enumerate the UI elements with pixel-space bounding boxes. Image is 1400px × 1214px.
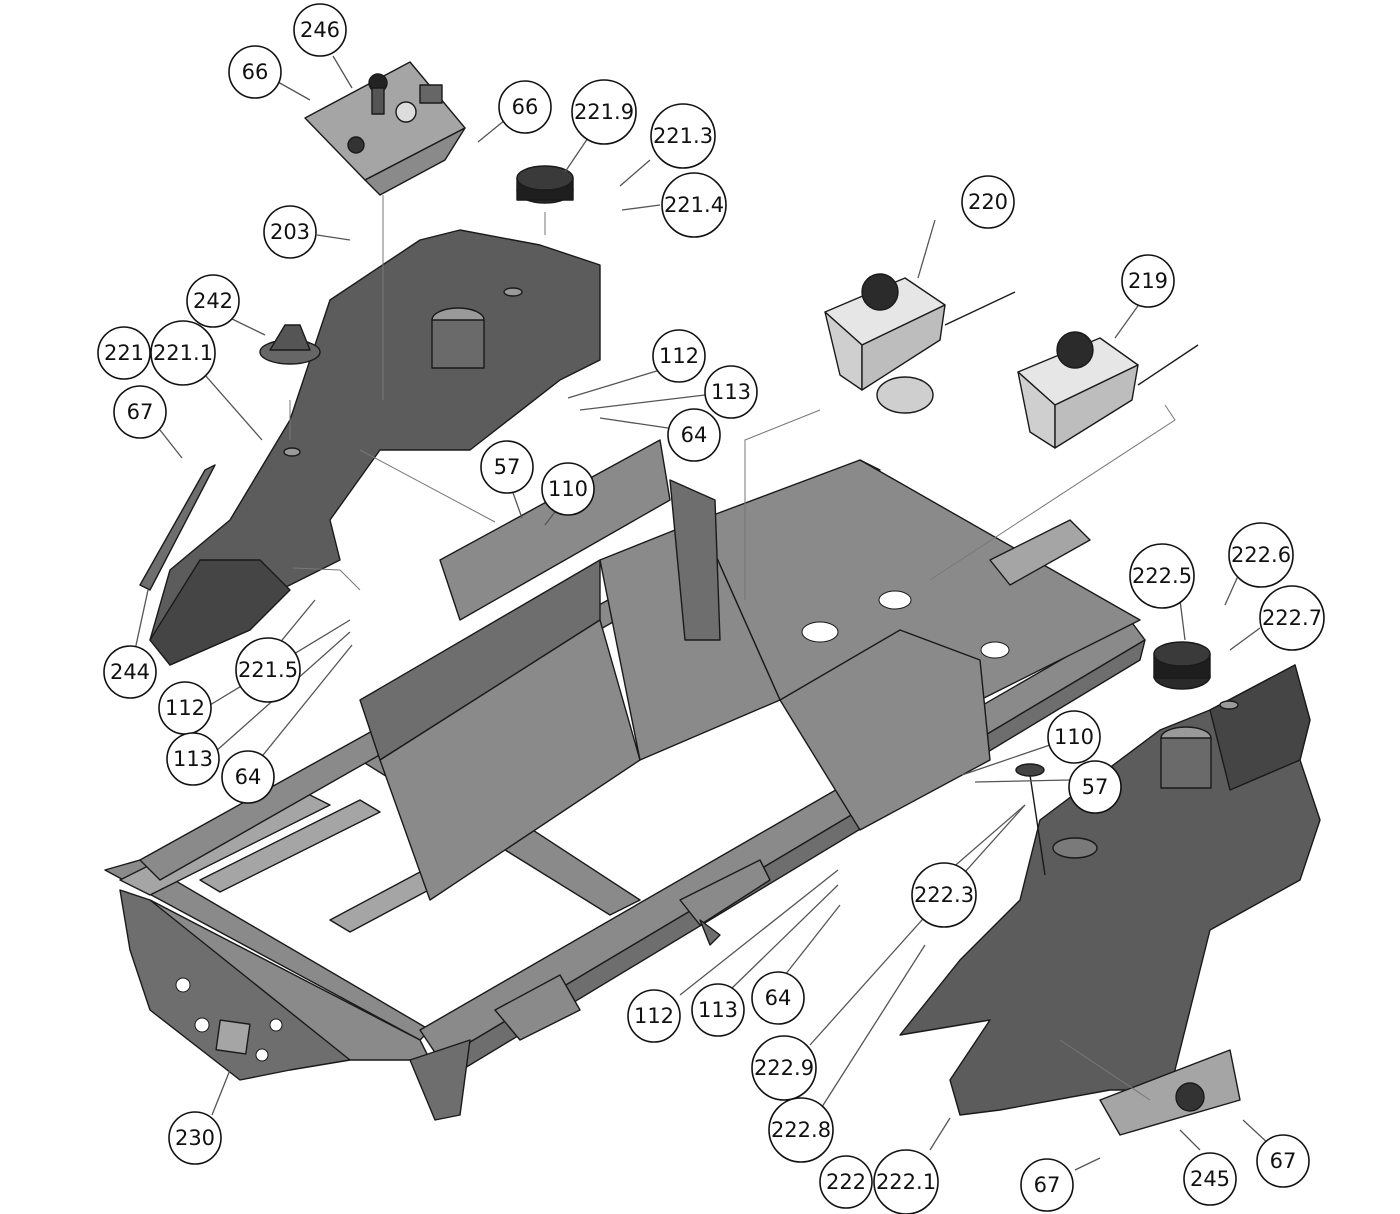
callout-112: 112 xyxy=(652,329,706,383)
callout-222-7: 222.7 xyxy=(1259,585,1325,651)
callout-67: 67 xyxy=(1020,1158,1074,1212)
bracket-244 xyxy=(139,464,216,591)
svg-text:220: 220 xyxy=(968,190,1008,214)
callout-222: 222 xyxy=(819,1155,873,1209)
svg-text:110: 110 xyxy=(1054,725,1094,749)
svg-text:245: 245 xyxy=(1190,1167,1230,1191)
callout-222-5: 222.5 xyxy=(1129,543,1195,609)
svg-text:57: 57 xyxy=(1082,775,1109,799)
svg-text:221.3: 221.3 xyxy=(653,124,713,148)
callout-64: 64 xyxy=(221,750,275,804)
reservoir-220 xyxy=(824,273,1016,414)
gas-cap-221-9 xyxy=(516,165,574,204)
callout-113: 113 xyxy=(166,732,220,786)
callout-220: 220 xyxy=(961,175,1015,229)
bracket-245 xyxy=(1099,1049,1241,1136)
svg-text:219: 219 xyxy=(1128,269,1168,293)
svg-text:203: 203 xyxy=(270,220,310,244)
callout-222-9: 222.9 xyxy=(751,1035,817,1101)
callout-113: 113 xyxy=(704,365,758,419)
svg-text:222.1: 222.1 xyxy=(876,1170,936,1194)
gas-cap-222-5 xyxy=(1153,641,1211,690)
svg-text:222: 222 xyxy=(826,1170,866,1194)
svg-text:64: 64 xyxy=(235,765,262,789)
svg-text:110: 110 xyxy=(548,477,588,501)
callout-203: 203 xyxy=(263,205,317,259)
callout-221-1: 221.1 xyxy=(150,320,216,386)
callout-64: 64 xyxy=(667,408,721,462)
callout-57: 57 xyxy=(480,440,534,494)
callout-221-9: 221.9 xyxy=(571,79,637,145)
callout-222-3: 222.3 xyxy=(911,862,977,928)
callout-230: 230 xyxy=(168,1111,222,1165)
callout-67: 67 xyxy=(1256,1134,1310,1188)
svg-text:221.5: 221.5 xyxy=(238,658,298,682)
svg-text:222.8: 222.8 xyxy=(771,1118,831,1142)
callout-67: 67 xyxy=(113,385,167,439)
callout-113: 113 xyxy=(691,983,745,1037)
callout-242: 242 xyxy=(186,274,240,328)
callout-221-5: 221.5 xyxy=(235,637,301,703)
svg-text:222.9: 222.9 xyxy=(754,1056,814,1080)
fuel-filter-242 xyxy=(259,324,321,365)
svg-text:66: 66 xyxy=(242,60,269,84)
svg-text:222.5: 222.5 xyxy=(1132,564,1192,588)
control-panel-246 xyxy=(304,61,466,196)
callout-221-4: 221.4 xyxy=(661,172,727,238)
svg-text:221.9: 221.9 xyxy=(574,100,634,124)
callout-222-6: 222.6 xyxy=(1228,522,1294,588)
callout-66: 66 xyxy=(498,80,552,134)
callout-66: 66 xyxy=(228,45,282,99)
callout-221-3: 221.3 xyxy=(650,103,716,169)
svg-text:222.7: 222.7 xyxy=(1262,606,1322,630)
callout-57: 57 xyxy=(1068,760,1122,814)
callout-112: 112 xyxy=(627,989,681,1043)
callout-64: 64 xyxy=(751,971,805,1025)
svg-text:242: 242 xyxy=(193,289,233,313)
svg-text:221: 221 xyxy=(104,341,144,365)
callout-112: 112 xyxy=(158,681,212,735)
svg-text:113: 113 xyxy=(173,747,213,771)
assembly-lines xyxy=(289,195,1176,1101)
callout-245: 245 xyxy=(1183,1152,1237,1206)
svg-text:222.6: 222.6 xyxy=(1231,543,1291,567)
svg-text:57: 57 xyxy=(494,455,521,479)
svg-text:113: 113 xyxy=(698,998,738,1022)
callout-244: 244 xyxy=(103,645,157,699)
callout-110: 110 xyxy=(541,462,595,516)
svg-text:112: 112 xyxy=(634,1004,674,1028)
svg-text:112: 112 xyxy=(165,696,205,720)
sending-unit-222-3 xyxy=(1015,763,1046,876)
callout-219: 219 xyxy=(1121,254,1175,308)
callout-222-8: 222.8 xyxy=(768,1097,834,1163)
left-fuel-tank-221 xyxy=(149,229,601,666)
callout-221: 221 xyxy=(97,326,151,380)
svg-text:244: 244 xyxy=(110,660,150,684)
svg-text:113: 113 xyxy=(711,380,751,404)
callout-246: 246 xyxy=(293,3,347,57)
svg-text:67: 67 xyxy=(1270,1149,1297,1173)
svg-text:221.1: 221.1 xyxy=(153,341,213,365)
callout-222-1: 222.1 xyxy=(873,1149,939,1214)
right-fuel-tank-222 xyxy=(899,664,1321,1116)
svg-text:246: 246 xyxy=(300,18,340,42)
leader-lines xyxy=(134,55,1271,1171)
svg-text:112: 112 xyxy=(659,344,699,368)
svg-text:67: 67 xyxy=(1034,1173,1061,1197)
callout-110: 110 xyxy=(1047,710,1101,764)
main-frame-230 xyxy=(104,439,1146,1121)
svg-text:222.3: 222.3 xyxy=(914,883,974,907)
svg-text:221.4: 221.4 xyxy=(664,193,724,217)
svg-text:230: 230 xyxy=(175,1126,215,1150)
svg-text:64: 64 xyxy=(765,986,792,1010)
svg-text:66: 66 xyxy=(512,95,539,119)
svg-text:64: 64 xyxy=(681,423,708,447)
svg-text:67: 67 xyxy=(127,400,154,424)
reservoir-219 xyxy=(1017,331,1199,449)
